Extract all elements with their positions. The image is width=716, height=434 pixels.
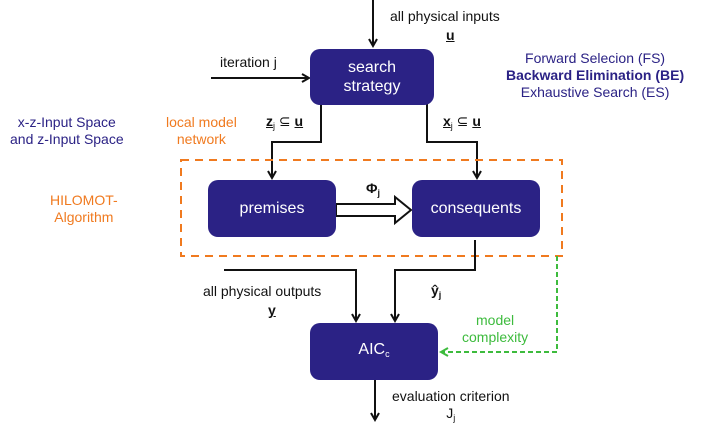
phi-arrow xyxy=(335,194,413,226)
y-symbol: y xyxy=(268,302,276,318)
complexity-arrow xyxy=(441,256,558,352)
x-subset-label: xj ⊆ u xyxy=(443,113,481,131)
iteration-label: iteration j xyxy=(220,54,277,70)
aic-label: AICc xyxy=(358,340,390,359)
u-symbol: u xyxy=(446,27,455,43)
consequents-box: consequents xyxy=(412,180,540,237)
aic-box: AICc xyxy=(310,323,438,380)
phi-label: Φj xyxy=(366,180,381,198)
methods-list: Forward Selecion (FS) Backward Eliminati… xyxy=(506,50,684,101)
hilomot-label: HILOMOT- Algorithm xyxy=(50,192,118,225)
local-model-network-label: local model network xyxy=(166,114,237,147)
yhat-label: ŷj xyxy=(431,282,442,300)
all-inputs-label: all physical inputs xyxy=(390,8,500,24)
z-subset-label: zj ⊆ u xyxy=(266,113,304,131)
model-complexity-label: model complexity xyxy=(462,312,529,345)
consequents-label: consequents xyxy=(430,200,522,217)
search-strategy-label: search strategy xyxy=(343,59,401,95)
method-exhaustive: Exhaustive Search (ES) xyxy=(520,84,670,100)
method-backward: Backward Elimination (BE) xyxy=(506,67,685,83)
evaluation-label: evaluation criterion Jj xyxy=(392,388,510,423)
method-forward: Forward Selecion (FS) xyxy=(525,50,666,66)
yhat-arrow xyxy=(395,240,476,321)
search-strategy-box: search strategy xyxy=(310,49,434,105)
outputs-arrow xyxy=(224,269,356,321)
premises-box: premises xyxy=(208,180,336,237)
all-outputs-label: all physical outputs xyxy=(203,283,322,299)
premises-label: premises xyxy=(239,200,305,217)
input-space-label: x-z-Input Space and z-Input Space xyxy=(10,114,124,147)
